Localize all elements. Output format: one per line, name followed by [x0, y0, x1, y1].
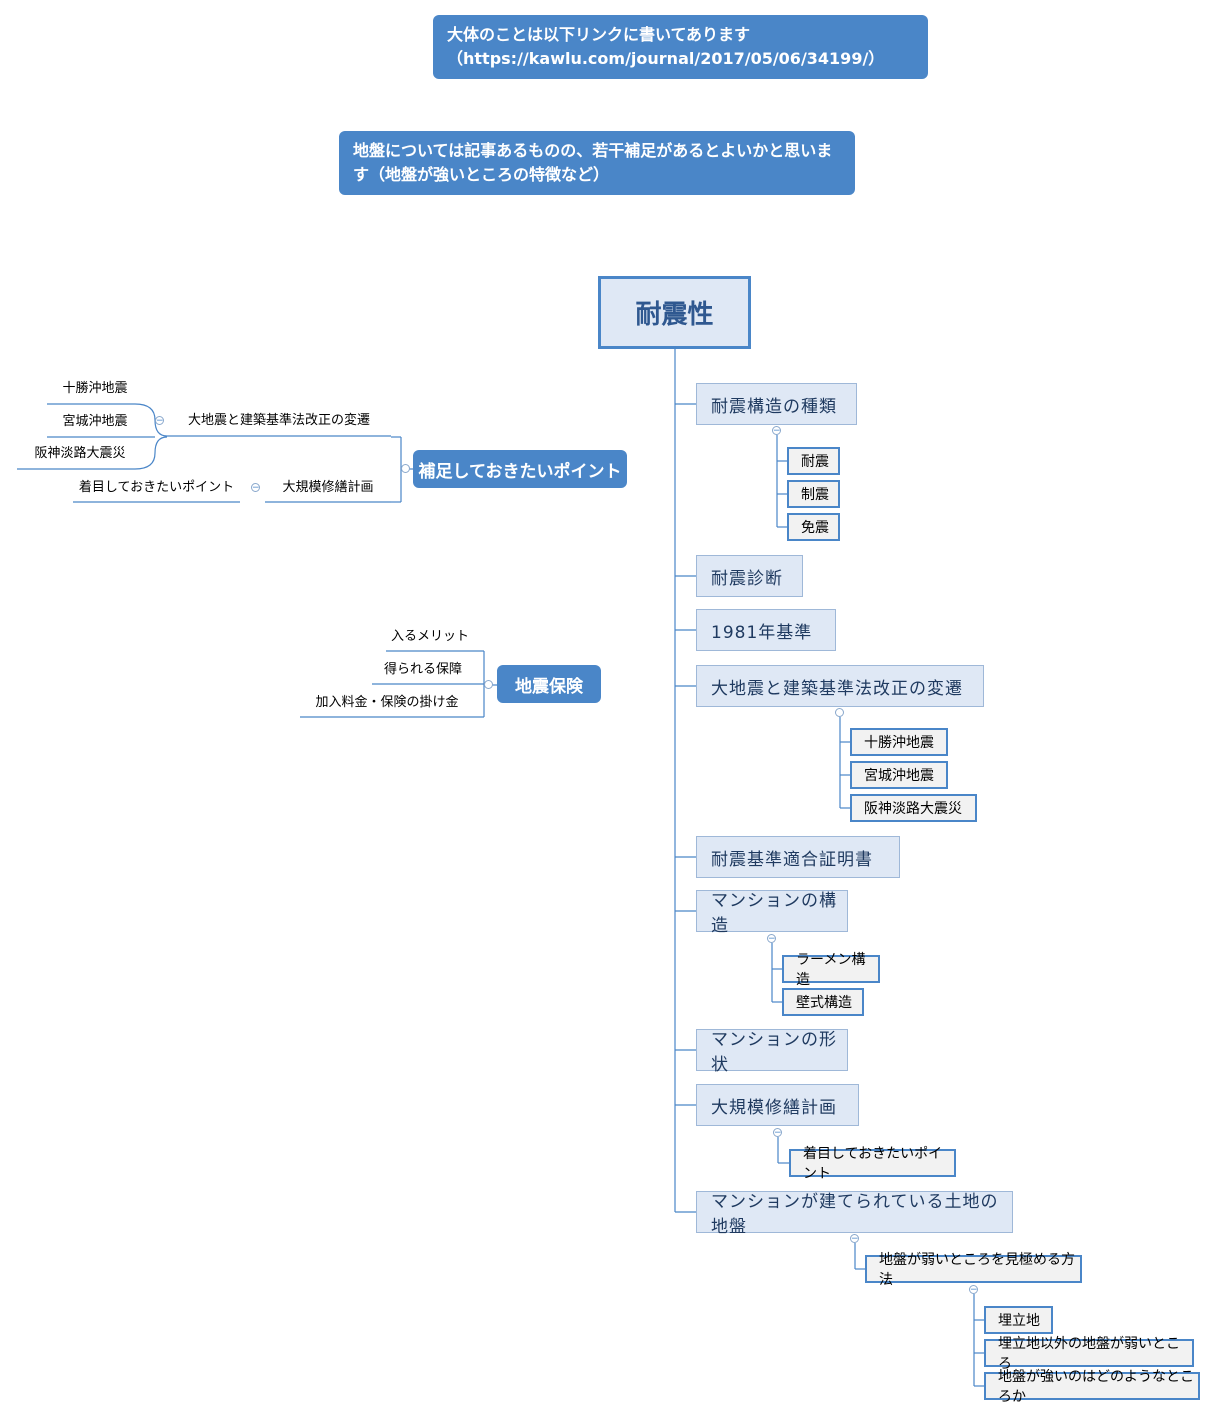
collapse-toggle-icon[interactable]: − — [767, 934, 776, 944]
subtopic-wall-type[interactable]: 壁式構造 — [782, 988, 864, 1016]
left-leaf-hanshin[interactable]: 阪神淡路大震災 — [34, 446, 126, 461]
left-leaf-miyagi[interactable]: 宮城沖地震 — [62, 414, 128, 429]
left-leaf-insurance-coverage[interactable]: 得られる保障 — [383, 662, 462, 677]
link-note[interactable]: 大体のことは以下リンクに書いてあります（https://kawlu.com/jo… — [433, 15, 928, 79]
topic-seismic-structure-types[interactable]: 耐震構造の種類 — [696, 383, 857, 425]
collapse-toggle-icon[interactable]: − — [850, 1234, 859, 1244]
left-leaf-insurance-premium[interactable]: 加入料金・保険の掛け金 — [315, 695, 459, 710]
topic-1981-standard[interactable]: 1981年基準 — [696, 609, 836, 651]
subtopic-rahmen[interactable]: ラーメン構造 — [782, 952, 880, 988]
subtopic-menshin[interactable]: 免震 — [787, 513, 840, 541]
collapse-toggle-icon[interactable]: − — [155, 416, 164, 426]
ground-note[interactable]: 地盤については記事あるものの、若干補足があるとよいかと思います（地盤が強いところ… — [339, 131, 855, 195]
root-topic[interactable]: 耐震性 — [598, 276, 751, 349]
topic-mansion-structure[interactable]: マンションの構造 — [696, 890, 848, 936]
subtopic-points-to-note[interactable]: 着目しておきたいポイント — [789, 1146, 956, 1182]
topic-mansion-shape[interactable]: マンションの形状 — [696, 1029, 848, 1075]
collapse-toggle-icon[interactable]: − — [772, 426, 781, 436]
subtopic-strong-ground[interactable]: 地盤が強いのはどのようなところか — [984, 1369, 1200, 1405]
subtopic-weak-ground-method[interactable]: 地盤が弱いところを見極める方法 — [865, 1252, 1082, 1288]
topic-seismic-certificate[interactable]: 耐震基準適合証明書 — [696, 836, 900, 878]
topic-supplement-points[interactable]: 補足しておきたいポイント — [413, 450, 627, 488]
subtopic-tokachi[interactable]: 十勝沖地震 — [850, 728, 948, 756]
left-leaf-points-to-note[interactable]: 着目しておきたいポイント — [78, 480, 235, 495]
left-branch-repair-plan[interactable]: 大規模修繕計画 — [282, 480, 374, 495]
collapse-toggle-icon[interactable]: − — [251, 483, 260, 493]
subtopic-miyagi[interactable]: 宮城沖地震 — [850, 761, 948, 789]
collapse-toggle-icon[interactable] — [835, 708, 844, 717]
topic-seismic-diagnosis[interactable]: 耐震診断 — [696, 555, 803, 597]
left-leaf-insurance-merit[interactable]: 入るメリット — [390, 629, 469, 644]
topic-earthquake-law-history[interactable]: 大地震と建築基準法改正の変遷 — [696, 665, 984, 707]
subtopic-other-weak-ground[interactable]: 埋立地以外の地盤が弱いところ — [984, 1336, 1194, 1372]
topic-earthquake-insurance[interactable]: 地震保険 — [497, 665, 601, 703]
collapse-toggle-icon[interactable]: − — [773, 1128, 782, 1138]
left-leaf-tokachi[interactable]: 十勝沖地震 — [62, 381, 128, 396]
topic-repair-plan[interactable]: 大規模修繕計画 — [696, 1084, 859, 1126]
collapse-toggle-icon[interactable] — [401, 464, 410, 473]
subtopic-taishin[interactable]: 耐震 — [787, 447, 840, 475]
subtopic-hanshin[interactable]: 阪神淡路大震災 — [850, 794, 977, 822]
subtopic-seishin[interactable]: 制震 — [787, 480, 840, 508]
subtopic-landfill[interactable]: 埋立地 — [984, 1306, 1053, 1334]
topic-land-ground[interactable]: マンションが建てられている土地の地盤 — [696, 1191, 1013, 1237]
left-branch-earthquake-law[interactable]: 大地震と建築基準法改正の変遷 — [187, 413, 370, 428]
collapse-toggle-icon[interactable]: − — [969, 1285, 978, 1295]
collapse-toggle-icon[interactable] — [484, 680, 493, 689]
